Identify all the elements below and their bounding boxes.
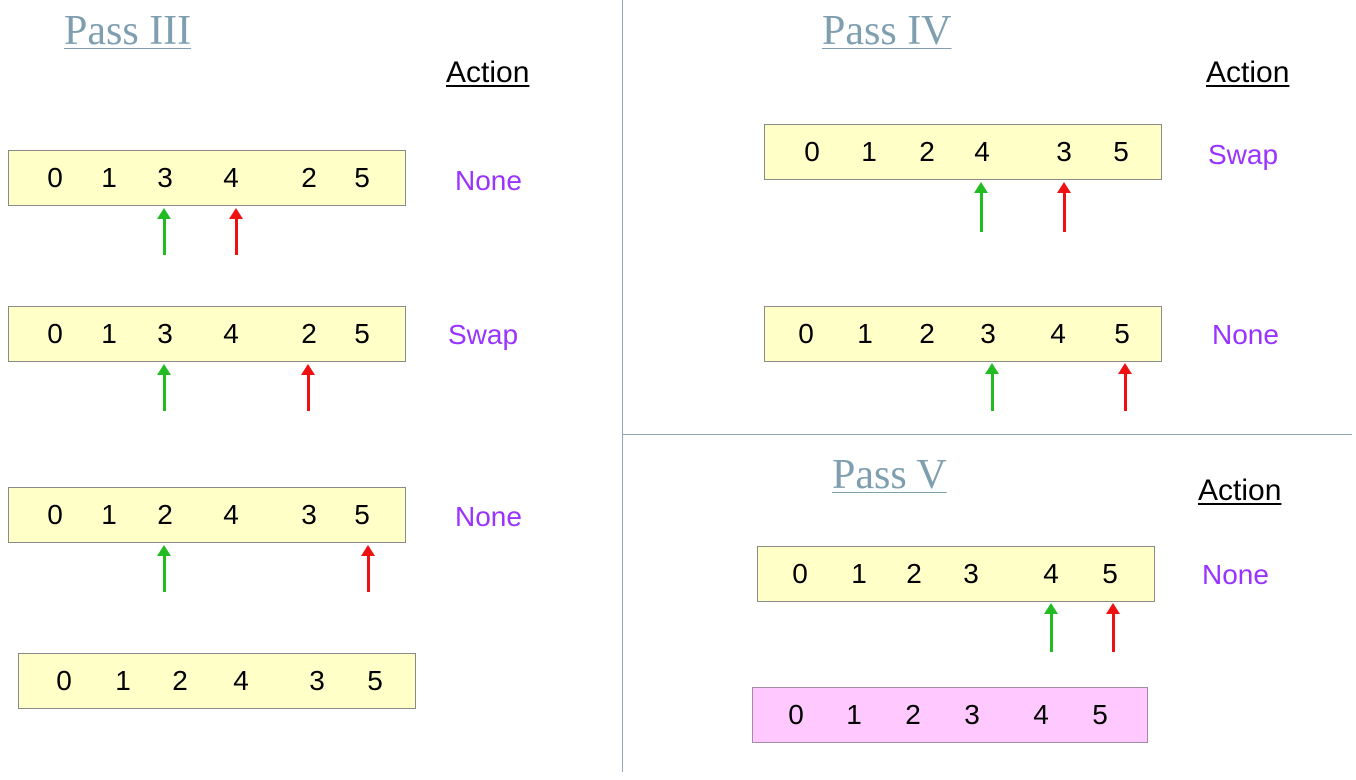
array-cell: 5	[367, 665, 383, 696]
array-cell: 0	[56, 665, 72, 696]
pass-3-row-3-action: None	[455, 501, 522, 532]
pass-5-sorted-array: 0 1 2 3 4 5	[752, 687, 1148, 743]
array-cell: 4	[1043, 558, 1059, 589]
array-cell: 5	[354, 499, 370, 530]
array-cell: 3	[980, 318, 996, 349]
array-cell: 4	[223, 162, 239, 193]
array-cell: 3	[309, 665, 325, 696]
red-pointer-arrow	[1106, 603, 1120, 652]
array-cell: 1	[101, 318, 117, 349]
array-cell: 1	[101, 499, 117, 530]
pass-4-title: Pass IV	[822, 8, 952, 54]
pass-3-row-1-action: None	[455, 165, 522, 196]
pass-5-title: Pass V	[832, 452, 947, 498]
array-cell: 1	[861, 136, 877, 167]
pass-3-result-array: 0 1 2 4 3 5	[18, 653, 416, 709]
array-cell: 2	[157, 499, 173, 530]
array-cell: 4	[223, 499, 239, 530]
array-cell: 2	[172, 665, 188, 696]
green-pointer-arrow	[985, 363, 999, 411]
red-pointer-arrow	[1057, 182, 1071, 232]
array-cell: 4	[1050, 318, 1066, 349]
green-pointer-arrow	[157, 208, 171, 255]
green-pointer-arrow	[974, 182, 988, 232]
array-cell: 4	[233, 665, 249, 696]
array-cell: 0	[804, 136, 820, 167]
array-cell: 4	[1033, 699, 1049, 730]
pass-4-row-2-array: 0 1 2 3 4 5	[764, 306, 1162, 362]
array-cell: 5	[1114, 318, 1130, 349]
pass-5-row-1-array: 0 1 2 3 4 5	[757, 546, 1155, 602]
array-cell: 0	[47, 162, 63, 193]
green-pointer-arrow	[157, 545, 171, 592]
array-cell: 1	[101, 162, 117, 193]
array-cell: 5	[1113, 136, 1129, 167]
array-cell: 0	[788, 699, 804, 730]
array-cell: 3	[157, 162, 173, 193]
green-pointer-arrow	[1044, 603, 1058, 652]
array-cell: 2	[301, 318, 317, 349]
red-pointer-arrow	[301, 364, 315, 411]
array-cell: 5	[354, 162, 370, 193]
array-cell: 0	[47, 318, 63, 349]
array-cell: 1	[857, 318, 873, 349]
array-cell: 1	[846, 699, 862, 730]
vertical-divider	[622, 0, 623, 772]
array-cell: 0	[798, 318, 814, 349]
array-cell: 3	[157, 318, 173, 349]
pass-4-row-1-array: 0 1 2 4 3 5	[764, 124, 1162, 180]
pass-3-row-3-array: 0 1 2 4 3 5	[8, 487, 406, 543]
array-cell: 3	[963, 558, 979, 589]
array-cell: 0	[47, 499, 63, 530]
green-pointer-arrow	[157, 364, 171, 411]
horizontal-divider	[622, 434, 1352, 435]
pass-5-action-header: Action	[1198, 474, 1282, 507]
array-cell: 4	[974, 136, 990, 167]
red-pointer-arrow	[1118, 363, 1132, 411]
array-cell: 3	[1056, 136, 1072, 167]
array-cell: 5	[1092, 699, 1108, 730]
pass-4-action-header: Action	[1206, 56, 1290, 89]
array-cell: 3	[301, 499, 317, 530]
pass-3-title: Pass III	[64, 8, 192, 54]
pass-5-row-1-action: None	[1202, 559, 1269, 590]
pass-3-row-2-array: 0 1 3 4 2 5	[8, 306, 406, 362]
array-cell: 2	[906, 558, 922, 589]
array-cell: 5	[354, 318, 370, 349]
pass-3-row-1-array: 0 1 3 4 2 5	[8, 150, 406, 206]
red-pointer-arrow	[361, 545, 375, 592]
array-cell: 2	[919, 318, 935, 349]
array-cell: 4	[223, 318, 239, 349]
array-cell: 0	[792, 558, 808, 589]
pass-3-action-header: Action	[446, 56, 530, 89]
red-pointer-arrow	[229, 208, 243, 255]
array-cell: 2	[301, 162, 317, 193]
array-cell: 3	[964, 699, 980, 730]
array-cell: 1	[851, 558, 867, 589]
array-cell: 2	[905, 699, 921, 730]
pass-3-row-2-action: Swap	[448, 319, 519, 350]
pass-4-row-1-action: Swap	[1208, 139, 1279, 170]
array-cell: 1	[115, 665, 131, 696]
array-cell: 5	[1102, 558, 1118, 589]
array-cell: 2	[919, 136, 935, 167]
pass-4-row-2-action: None	[1212, 319, 1279, 350]
